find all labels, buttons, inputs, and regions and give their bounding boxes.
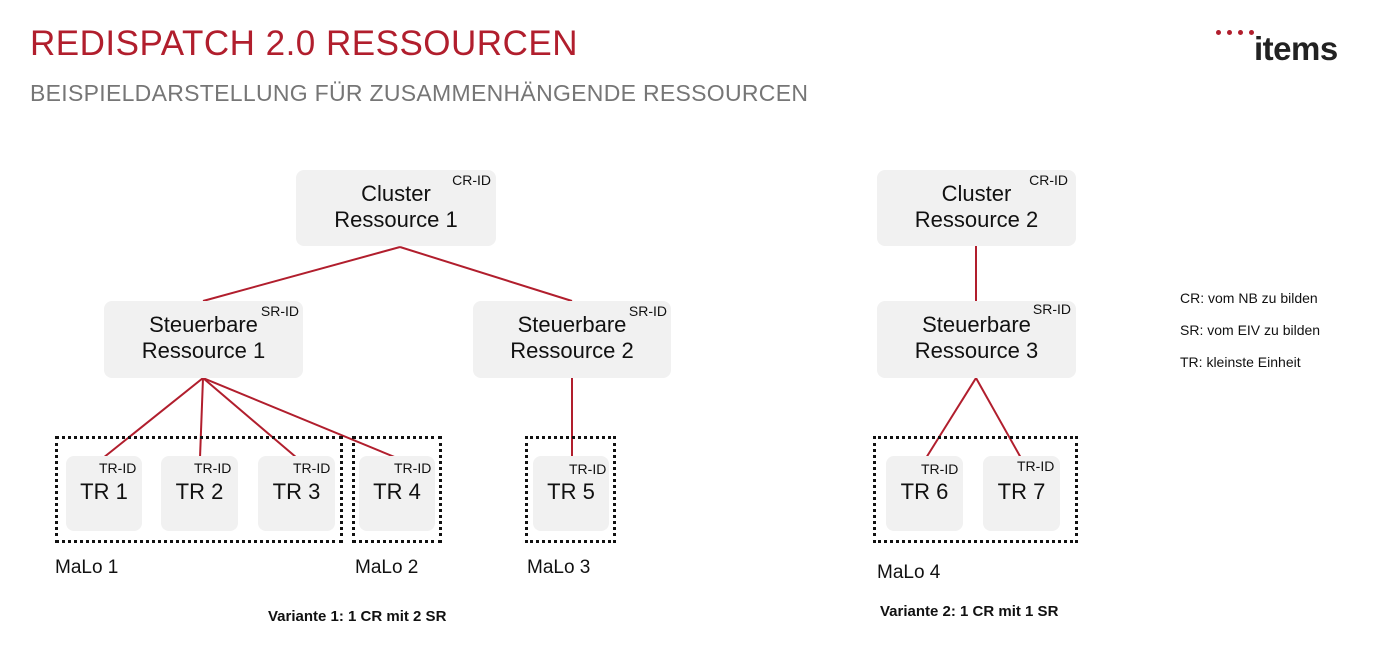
- tr-node-7: TR 7 TR-ID: [983, 456, 1060, 531]
- tr-2-id: TR-ID: [194, 460, 232, 476]
- tr-4-label: TR 4: [373, 479, 421, 504]
- page-title: REDISPATCH 2.0 RESSOURCEN: [30, 24, 578, 63]
- company-logo: items: [1216, 28, 1346, 73]
- edge-sr3-tr6: [925, 377, 977, 459]
- edge-cr1-sr2: [399, 246, 573, 302]
- variant-1-caption: Variante 1: 1 CR mit 2 SR: [268, 608, 447, 625]
- malo-3-group: [525, 436, 616, 543]
- edge-sr3-tr7: [975, 377, 1022, 459]
- steuerbare-resource-3-line1: Steuerbare: [922, 312, 1031, 337]
- steuerbare-resource-3-line2: Ressource 3: [914, 338, 1039, 363]
- edge-sr1-tr1: [102, 377, 204, 459]
- steuerbare-resource-1-id: SR-ID: [260, 303, 299, 319]
- logo-wordmark: items: [1254, 30, 1338, 67]
- edge-cr1-sr1: [202, 246, 401, 302]
- edge-sr1-tr4: [202, 377, 398, 459]
- legend-cr: CR: vom NB zu bilden: [1180, 290, 1318, 306]
- tr-3-id: TR-ID: [293, 460, 331, 476]
- cluster-resource-1-line1: Cluster: [361, 181, 431, 206]
- steuerbare-resource-1: Steuerbare Ressource 1 SR-ID: [104, 301, 303, 378]
- malo-1-label: MaLo 1: [55, 557, 119, 578]
- malo-2-label: MaLo 2: [355, 557, 419, 578]
- cluster-resource-2-id: CR-ID: [1029, 172, 1068, 188]
- edge-sr1-tr3: [202, 377, 298, 459]
- tr-5-label: TR 5: [547, 479, 595, 504]
- steuerbare-resource-2-id: SR-ID: [628, 303, 667, 319]
- tr-node-2: TR 2 TR-ID: [161, 456, 238, 531]
- tr-7-label: TR 7: [997, 479, 1046, 504]
- cluster-resource-2: Cluster Ressource 2 CR-ID: [877, 170, 1076, 246]
- variant-2-caption: Variante 2: 1 CR mit 1 SR: [880, 603, 1059, 620]
- tr-3-label: TR 3: [272, 479, 321, 504]
- tr-node-5: TR 5 TR-ID: [533, 456, 609, 531]
- steuerbare-resource-2: Steuerbare Ressource 2 SR-ID: [473, 301, 671, 378]
- tr-7-id: TR-ID: [1017, 458, 1055, 474]
- tr-1-label: TR 1: [80, 479, 128, 504]
- tr-4-id: TR-ID: [394, 460, 432, 476]
- steuerbare-resource-3-id: SR-ID: [1032, 301, 1071, 317]
- logo-dots-icon: [1216, 30, 1260, 35]
- legend-tr: TR: kleinste Einheit: [1180, 354, 1301, 370]
- cluster-resource-1-line2: Ressource 1: [334, 207, 458, 232]
- malo-3-label: MaLo 3: [527, 557, 591, 578]
- malo-4-label: MaLo 4: [877, 562, 941, 583]
- tr-1-id: TR-ID: [99, 460, 137, 476]
- tr-2-label: TR 2: [175, 479, 224, 504]
- cluster-resource-2-line2: Ressource 2: [914, 207, 1039, 232]
- steuerbare-resource-3: Steuerbare Ressource 3 SR-ID: [877, 301, 1076, 378]
- edge-sr1-tr2: [199, 377, 204, 459]
- cluster-resource-1-id: CR-ID: [452, 172, 491, 188]
- steuerbare-resource-2-line1: Steuerbare: [517, 312, 627, 337]
- steuerbare-resource-2-line2: Ressource 2: [510, 338, 634, 363]
- legend-sr: SR: vom EIV zu bilden: [1180, 322, 1321, 338]
- malo-2-group: [352, 436, 442, 543]
- tr-node-4: TR 4 TR-ID: [359, 456, 435, 531]
- tr-node-3: TR 3 TR-ID: [258, 456, 335, 531]
- page-subtitle: BEISPIELDARSTELLUNG FÜR ZUSAMMENHÄNGENDE…: [30, 80, 809, 106]
- tr-5-id: TR-ID: [569, 461, 607, 477]
- cluster-resource-1: Cluster Ressource 1 CR-ID: [296, 170, 496, 246]
- cluster-resource-2-line1: Cluster: [941, 181, 1012, 206]
- tr-6-label: TR 6: [900, 479, 949, 504]
- steuerbare-resource-1-line1: Steuerbare: [149, 312, 258, 337]
- tr-node-6: TR 6 TR-ID: [886, 456, 963, 531]
- tr-6-id: TR-ID: [921, 461, 959, 477]
- malo-1-group: [55, 436, 343, 543]
- malo-4-group: [873, 436, 1078, 543]
- steuerbare-resource-1-line2: Ressource 1: [141, 338, 266, 363]
- tr-node-1: TR 1 TR-ID: [66, 456, 142, 531]
